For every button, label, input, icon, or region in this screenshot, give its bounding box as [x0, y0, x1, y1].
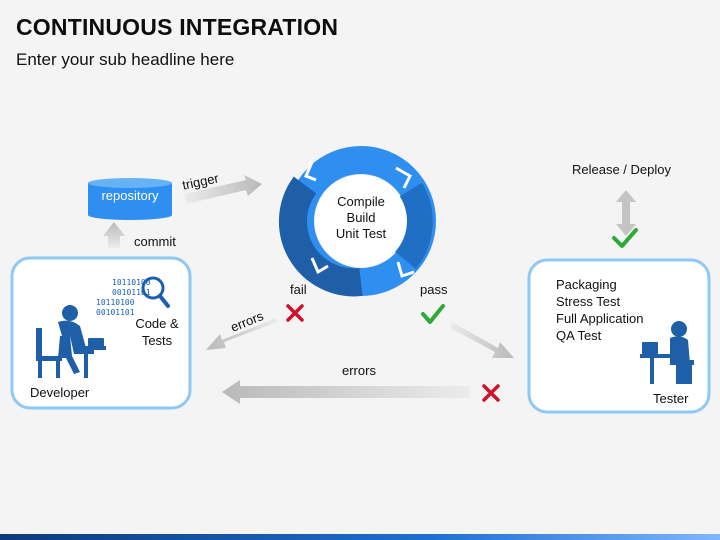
tester-icon — [640, 321, 694, 384]
binary-line-4: 00101101 — [96, 308, 135, 317]
trigger-arrow — [184, 175, 262, 204]
page-subtitle: Enter your sub headline here — [16, 50, 235, 69]
cycle-ring — [278, 146, 436, 297]
fail-label: fail — [290, 282, 307, 297]
commit-arrow — [103, 222, 125, 248]
errors-arrow-left — [206, 318, 278, 350]
errors-label-bottom: errors — [342, 363, 376, 378]
binary-line-3: 10110100 — [96, 298, 135, 307]
cycle-center-text: Compile Build Unit Test — [322, 194, 400, 242]
page-title: CONTINUOUS INTEGRATION — [16, 14, 339, 40]
footer-bar — [0, 534, 720, 540]
developer-icon — [36, 305, 106, 378]
cycle-line-unit-test: Unit Test — [335, 226, 387, 241]
repository-label: repository — [101, 188, 159, 203]
cycle-line-build: Build — [346, 210, 376, 225]
fail-x-icon — [286, 304, 304, 322]
code-tests-line-1: Code & — [135, 316, 179, 331]
binary-line-2: 00101101 — [112, 288, 151, 297]
commit-label: commit — [134, 234, 176, 249]
tester-box — [527, 258, 711, 414]
tester-item-full-application: Full Application — [556, 311, 644, 326]
tester-item-packaging: Packaging — [556, 277, 617, 292]
binary-line-1: 10110100 — [112, 278, 151, 287]
tester-item-qa-test: QA Test — [556, 328, 602, 343]
errors-arrow-bottom — [222, 380, 470, 404]
tester-item-stress-test: Stress Test — [556, 294, 621, 309]
tester-task-list: Packaging Stress Test Full Application Q… — [556, 276, 643, 344]
magnifier-icon — [141, 276, 170, 308]
cycle-line-compile: Compile — [337, 194, 385, 209]
pass-check-icon — [421, 304, 445, 324]
pass-label: pass — [420, 282, 448, 297]
release-check-icon — [612, 228, 638, 248]
code-tests-line-2: Tests — [141, 333, 173, 348]
repository-icon[interactable] — [88, 178, 172, 220]
pass-arrow — [450, 322, 514, 358]
errors-x-icon — [482, 384, 500, 402]
release-deploy-arrow — [616, 190, 636, 236]
code-tests-label: Code & Tests — [128, 315, 186, 349]
release-deploy-label: Release / Deploy — [572, 162, 671, 177]
developer-label: Developer — [30, 385, 90, 400]
tester-label: Tester — [653, 391, 689, 406]
